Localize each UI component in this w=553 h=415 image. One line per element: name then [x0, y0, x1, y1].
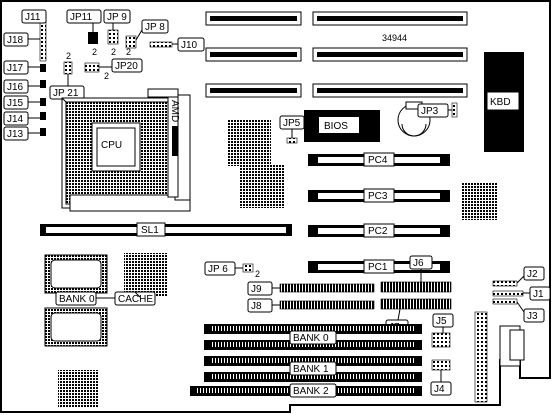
j9-header: J9 [247, 281, 375, 296]
svg-text:J4: J4 [434, 384, 445, 395]
cache-chip [124, 253, 168, 297]
sl1-slot: SL1 [40, 222, 292, 237]
chipset-chip-3 [462, 182, 498, 220]
cpu-label: CPU [101, 140, 122, 151]
svg-text:J2: J2 [527, 269, 538, 280]
svg-text:PC2: PC2 [368, 226, 388, 237]
jp8-jumper: JP 8 [125, 19, 169, 49]
svg-text:2: 2 [255, 269, 260, 279]
svg-text:J17: J17 [7, 63, 24, 74]
svg-text:JP 21: JP 21 [53, 88, 79, 99]
svg-text:J13: J13 [7, 129, 24, 140]
svg-text:J11: J11 [25, 12, 41, 23]
svg-text:CACHE: CACHE [118, 294, 153, 305]
j10-connector: J10 [149, 37, 205, 52]
j4-header: J4 [430, 359, 452, 396]
svg-text:J16: J16 [7, 82, 24, 93]
pc4-slot: PC4 [308, 152, 450, 167]
svg-text:SL1: SL1 [141, 225, 159, 236]
svg-text:J6: J6 [413, 258, 424, 269]
svg-text:J9: J9 [251, 284, 262, 295]
j14-label: J14 [3, 111, 40, 126]
svg-text:BANK 0: BANK 0 [293, 333, 329, 344]
svg-text:PC1: PC1 [368, 262, 388, 273]
svg-text:JP 9: JP 9 [107, 12, 127, 23]
pc3-slot: PC3 [308, 188, 450, 203]
isa-slots-left [205, 11, 302, 98]
j8-header: J8 [247, 298, 375, 313]
cache-bank0-chips: BANK 0 [44, 254, 108, 347]
j11-label: J11 [21, 9, 47, 24]
chipset-chip-1 [227, 120, 271, 166]
simm-bank1: BANK 1 [204, 356, 422, 382]
svg-text:JP5: JP5 [283, 118, 301, 129]
pin-two-a: 2 [92, 47, 97, 57]
cpu-socket: CPU AMD [61, 88, 191, 212]
svg-text:2: 2 [66, 51, 71, 61]
j13-label: J13 [3, 126, 40, 141]
pin-two-b: 2 [111, 47, 116, 57]
board-id-text: 34944 [382, 33, 407, 43]
svg-text:J3: J3 [527, 311, 538, 322]
j6-header: J6 [380, 255, 452, 293]
jp21-jumper: 2 JP 21 [49, 51, 85, 100]
svg-text:2: 2 [104, 71, 109, 81]
j18-label: J18 [3, 32, 40, 47]
svg-text:JP 6: JP 6 [208, 264, 228, 275]
svg-text:J1: J1 [533, 289, 544, 300]
svg-text:JP20: JP20 [115, 61, 138, 72]
bios-chip: BIOS [304, 110, 380, 142]
svg-text:J14: J14 [7, 114, 24, 125]
svg-text:J8: J8 [251, 301, 262, 312]
simm-bank0: BANK 0 [204, 324, 422, 350]
pc2-slot: PC2 [308, 223, 450, 238]
svg-text:J10: J10 [181, 40, 198, 51]
svg-text:PC4: PC4 [368, 155, 388, 166]
svg-text:JP3: JP3 [421, 106, 439, 117]
cache-label: CACHE [96, 291, 156, 306]
svg-text:J18: J18 [7, 35, 24, 46]
j15-label: J15 [3, 95, 40, 110]
bottom-chip [58, 370, 98, 408]
svg-text:JP11: JP11 [70, 12, 92, 23]
svg-text:BANK 1: BANK 1 [293, 364, 329, 375]
j5-header: J5 [431, 313, 454, 348]
svg-text:J5: J5 [436, 316, 447, 327]
svg-text:J15: J15 [7, 98, 24, 109]
kbd-label: KBD [490, 97, 511, 108]
jp9-jumper: JP 9 [103, 9, 131, 45]
jp6-jumper: JP 6 2 [204, 261, 260, 279]
isa-slots-right [312, 11, 468, 98]
svg-text:BANK 0: BANK 0 [59, 294, 95, 305]
svg-text:BANK 2: BANK 2 [293, 386, 329, 397]
jp20-jumper: JP20 2 [84, 58, 143, 81]
left-headers [39, 14, 47, 136]
j2-j1-j3-headers: J2 J1 J3 [492, 266, 551, 323]
j17-label: J17 [3, 60, 40, 75]
svg-text:BIOS: BIOS [324, 121, 348, 132]
svg-text:PC3: PC3 [368, 191, 388, 202]
simm-bank2: BANK 2 [190, 383, 422, 398]
jp3-jumper: JP3 [417, 102, 458, 118]
j16-label: J16 [3, 79, 40, 94]
amd-label: AMD [169, 100, 180, 122]
pin-two-c: 2 [126, 47, 131, 57]
right-connectors [474, 311, 525, 403]
svg-text:JP 8: JP 8 [145, 22, 165, 33]
jp11-jumper: JP11 [66, 9, 102, 44]
chipset-chip-2 [240, 164, 284, 208]
